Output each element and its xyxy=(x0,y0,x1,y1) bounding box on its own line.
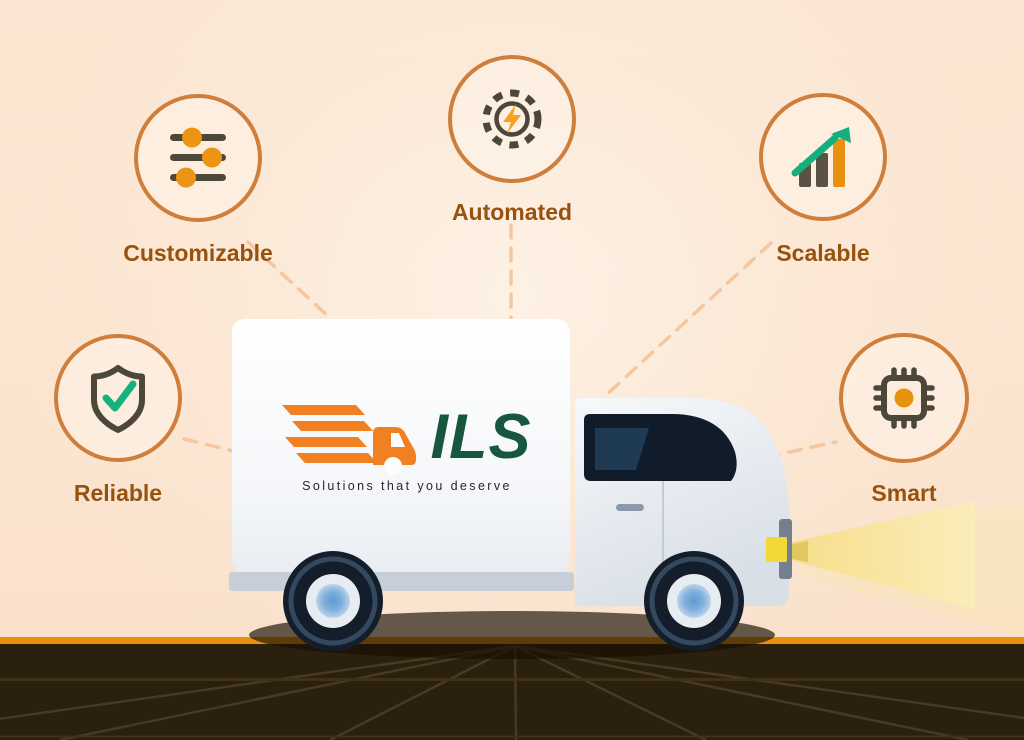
feature-label-reliable: Reliable xyxy=(73,480,163,506)
growth-chart-icon xyxy=(791,127,851,187)
truck-cab xyxy=(575,398,792,606)
speeding-truck-icon xyxy=(282,405,417,475)
connector-scalable xyxy=(601,241,773,400)
shield-check-icon xyxy=(91,365,145,433)
feature-label-scalable: Scalable xyxy=(776,240,870,266)
feature-circle-reliable xyxy=(54,334,182,462)
brand-name: ILS xyxy=(430,401,532,472)
road xyxy=(0,637,1024,740)
feature-circle-scalable xyxy=(759,93,887,221)
chip-icon xyxy=(873,367,935,429)
automation-gear-bolt-icon xyxy=(482,89,542,149)
brand-logo: ILS Solutions that you deserve xyxy=(256,398,558,493)
rear-wheel xyxy=(283,551,383,651)
feature-circle-smart xyxy=(839,333,969,463)
feature-label-customizable: Customizable xyxy=(123,240,273,266)
truck-icon-windshield xyxy=(391,433,406,447)
brand-tagline: Solutions that you deserve xyxy=(302,479,512,493)
sliders-icon xyxy=(170,127,226,188)
feature-label-automated: Automated xyxy=(451,199,573,225)
feature-circle-customizable xyxy=(134,94,262,222)
connector-customizable xyxy=(246,240,334,322)
dashed-connectors xyxy=(182,223,838,459)
road-perspective-rays xyxy=(0,644,1024,740)
road-surface xyxy=(0,644,1024,740)
cargo-box-skirt xyxy=(229,572,574,591)
truck-icon-wheel-arch xyxy=(384,457,403,475)
headlight xyxy=(766,537,787,562)
truck-shadow xyxy=(249,611,775,659)
headlight-beam xyxy=(787,500,1024,637)
door-handle xyxy=(616,504,644,511)
feature-circle-automated xyxy=(448,55,576,183)
connector-reliable xyxy=(182,437,235,453)
side-window xyxy=(595,428,649,470)
feature-label-smart: Smart xyxy=(871,480,937,506)
front-wheel xyxy=(644,551,744,651)
